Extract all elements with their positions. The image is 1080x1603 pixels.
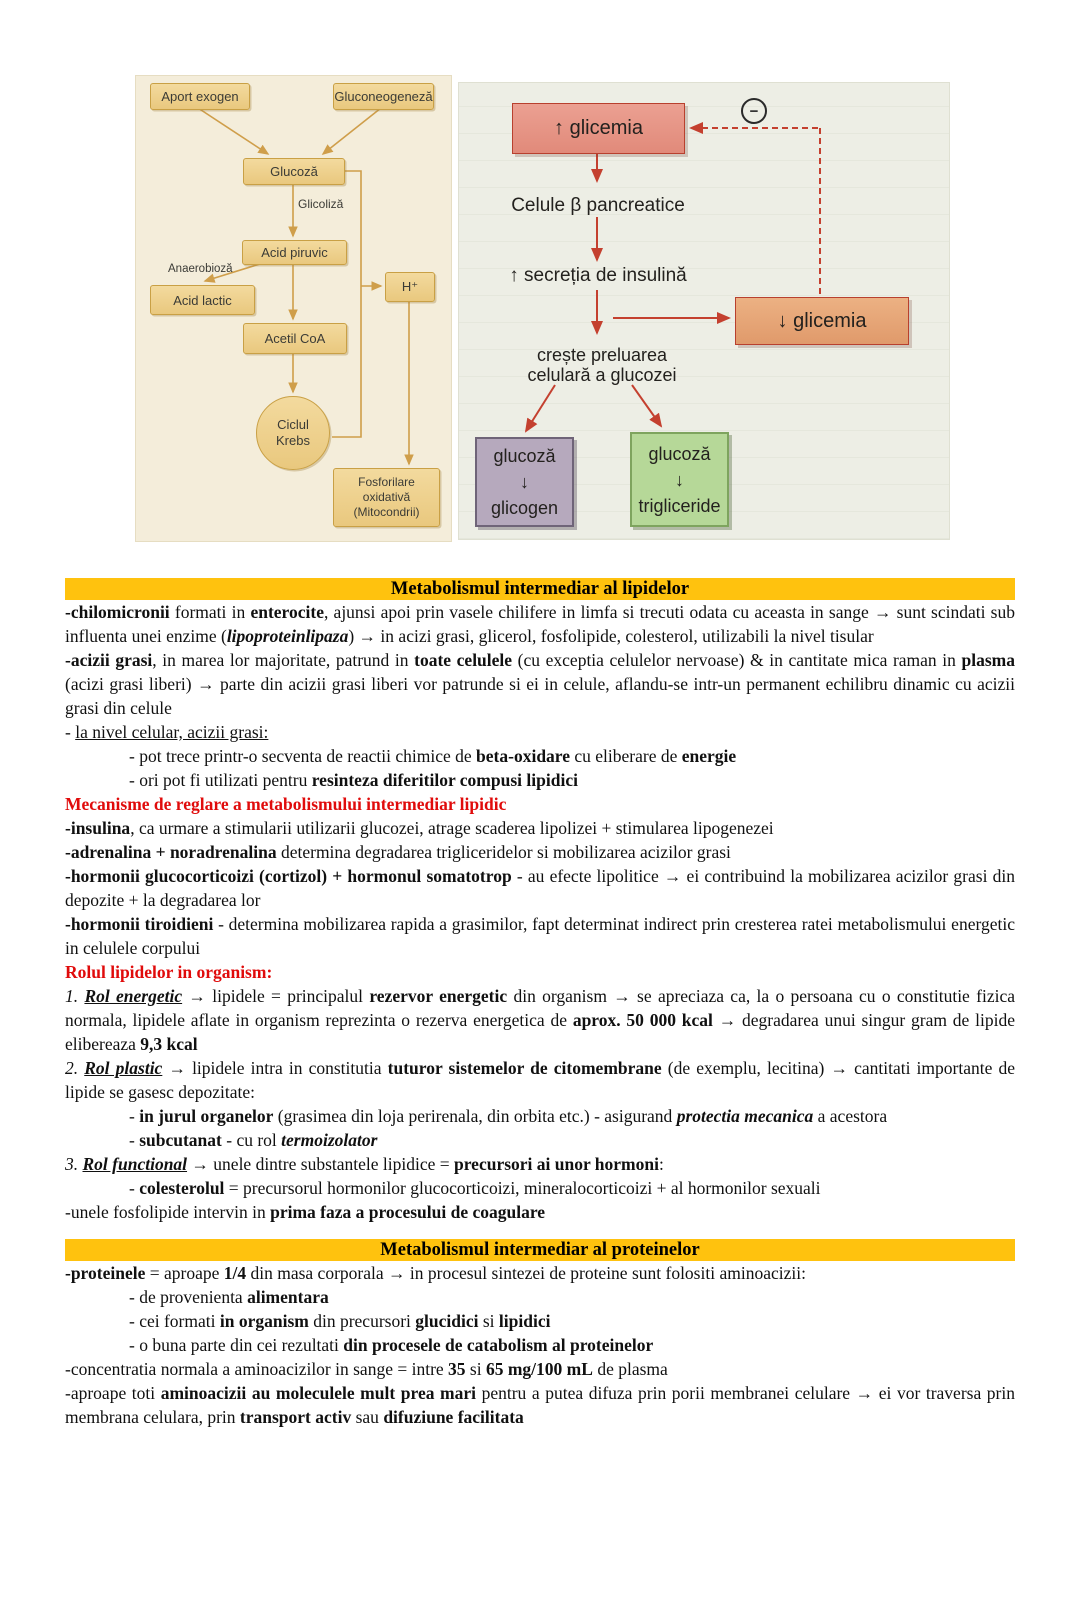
- text-line: - o buna parte din cei rezultati din pro…: [129, 1335, 654, 1355]
- box-glicemia-scazuta: ↓ glicemia: [735, 297, 909, 345]
- text-line: -hormonii glucocorticoizi (cortizol) + h…: [65, 866, 1015, 910]
- text-line: - in jurul organelor (grasimea din loja …: [129, 1106, 888, 1126]
- text-line: -hormonii tiroidieni - determina mobiliz…: [65, 914, 1015, 958]
- text-line: Rolul lipidelor in organism:: [65, 962, 273, 982]
- box-h-plus: H⁺: [385, 272, 435, 302]
- diagram-arrows: [197, 107, 821, 466]
- text-line: -insulina, ca urmare a stimularii utiliz…: [65, 818, 774, 838]
- box-gluconeogeneza: Gluconeogeneză: [333, 83, 434, 110]
- text-line: -unele fosfolipide intervin in prima faz…: [65, 1202, 546, 1222]
- label-creste-preluarea: crește preluarea celulară a glucozei: [527, 345, 677, 385]
- box-glucoza-glicogen: glucoză ↓ glicogen: [475, 437, 574, 527]
- box-glucoza-trigliceride: glucoză ↓ trigliceride: [630, 432, 729, 527]
- text-line: - ori pot fi utilizati pentru resinteza …: [129, 770, 578, 790]
- section-header-proteins: Metabolismul intermediar al proteinelor: [65, 1239, 1015, 1261]
- text-line: 1. Rol energetic → lipidele = principalu…: [65, 986, 1015, 1054]
- box-glucoza: Glucoză: [243, 158, 345, 185]
- text-line: - la nivel celular, acizii grasi:: [65, 722, 269, 742]
- text-line: -proteinele = aproape 1/4 din masa corpo…: [65, 1263, 806, 1283]
- label-glicoliza: Glicoliză: [298, 197, 344, 211]
- text-line: - pot trece printr-o secventa de reactii…: [129, 746, 737, 766]
- box-fosforilare-oxidativa: Fosforilare oxidativă (Mitocondrii): [333, 468, 440, 527]
- label-anaerobioza: Anaerobioză: [168, 263, 233, 275]
- box-acid-lactic: Acid lactic: [150, 285, 255, 315]
- text-line: -chilomicronii formati in enterocite, aj…: [65, 602, 1015, 646]
- text-line: - colesterolul = precursorul hormonilor …: [129, 1178, 821, 1198]
- section-header-lipids: Metabolismul intermediar al lipidelor: [65, 578, 1015, 600]
- text-line: Mecanisme de reglare a metabolismului in…: [65, 794, 507, 814]
- notes-content: Metabolismul intermediar al lipidelor -c…: [0, 578, 1080, 1429]
- text-line: - subcutanat - cu rol termoizolator: [129, 1130, 378, 1150]
- box-glicemia-crescuta: ↑ glicemia: [512, 103, 685, 154]
- negative-feedback-icon: −: [741, 98, 767, 124]
- text-line: - de provenienta alimentara: [129, 1287, 329, 1307]
- text-line: 3. Rol functional → unele dintre substan…: [65, 1154, 664, 1174]
- lipids-section-body: -chilomicronii formati in enterocite, aj…: [65, 600, 1015, 1224]
- box-acetil-coa: Acetil CoA: [243, 323, 347, 354]
- proteins-section-body: -proteinele = aproape 1/4 din masa corpo…: [65, 1261, 1015, 1429]
- text-line: 2. Rol plastic → lipidele intra in const…: [65, 1058, 1016, 1102]
- text-line: -acizii grasi, in marea lor majoritate, …: [65, 650, 1016, 718]
- text-line: - cei formati in organism din precursori…: [129, 1311, 551, 1331]
- box-aport-exogen: Aport exogen: [150, 83, 250, 110]
- label-celule-beta: Celule β pancreatice: [511, 195, 685, 216]
- label-secretia-insulina: ↑ secreția de insulină: [509, 265, 687, 286]
- text-line: -adrenalina + noradrenalina determina de…: [65, 842, 731, 862]
- box-ciclul-krebs: Ciclul Krebs: [256, 396, 330, 470]
- box-acid-piruvic: Acid piruvic: [242, 240, 347, 265]
- text-line: -concentratia normala a aminoacizilor in…: [65, 1359, 668, 1379]
- text-line: -aproape toti aminoacizii au moleculele …: [65, 1383, 1016, 1427]
- metabolism-diagram: Aport exogen Gluconeogeneză Glucoză Glic…: [135, 75, 950, 542]
